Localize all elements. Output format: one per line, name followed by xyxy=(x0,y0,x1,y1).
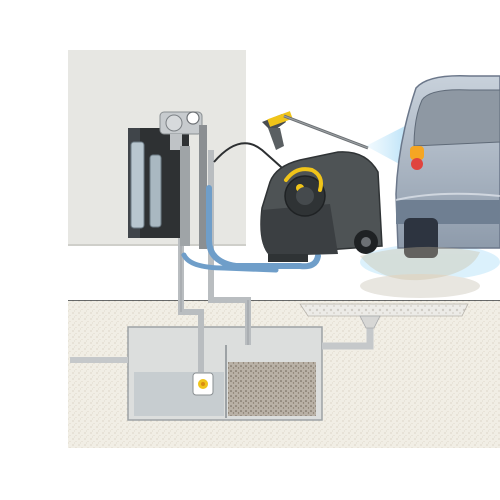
pressure-washer xyxy=(260,151,383,262)
float-switch-icon xyxy=(192,372,214,396)
car xyxy=(395,75,500,258)
filtration-unit xyxy=(128,111,207,249)
underground-separator-tank xyxy=(70,326,323,421)
filter-cartridge xyxy=(149,154,162,228)
spray-gun xyxy=(262,111,369,150)
filter-cartridge xyxy=(130,141,145,229)
tail-light xyxy=(411,158,423,170)
tail-light xyxy=(410,146,424,160)
handle-yellow xyxy=(284,167,323,192)
tank-sludge-right xyxy=(228,362,316,416)
drain-inlet xyxy=(299,303,469,350)
ground-splash xyxy=(360,246,480,281)
mist xyxy=(360,244,500,298)
